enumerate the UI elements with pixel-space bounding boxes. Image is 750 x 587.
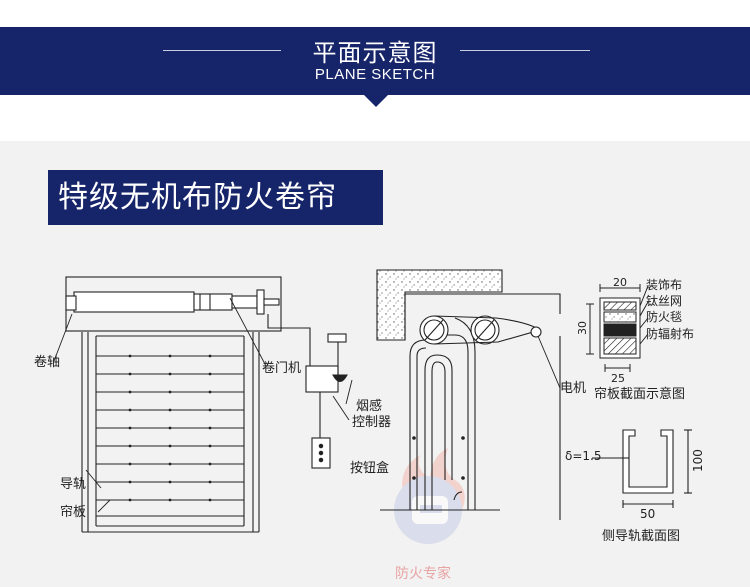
label-roller-shaft: 卷轴	[34, 354, 60, 370]
label-controller: 控制器	[352, 415, 391, 430]
watermark-text: 防火专家	[395, 565, 451, 582]
section-layer-1: 装饰布	[646, 278, 682, 292]
banner-notch	[363, 94, 389, 107]
label-smoke-sensor: 烟感	[356, 398, 382, 414]
section-layer-3: 防火毯	[646, 309, 682, 324]
section-dim-top: 20	[613, 276, 627, 289]
curtain-rivets	[128, 354, 212, 502]
label-motor: 电机	[560, 381, 586, 396]
side-rails	[380, 315, 542, 511]
wall-section	[376, 269, 561, 520]
rail-rivets	[412, 436, 465, 480]
curtain-section-drawing	[586, 284, 649, 372]
rail-section-drawing	[592, 429, 692, 508]
section-dim-bottom: 25	[611, 372, 625, 385]
section-layer-4: 防辐射布	[646, 326, 694, 341]
controller-box	[305, 365, 339, 393]
section-caption: 帘板截面示意图	[594, 386, 685, 402]
smoke-sensor	[332, 374, 348, 383]
roller-shaft	[73, 291, 195, 313]
title-banner	[0, 27, 750, 95]
label-door-motor: 卷门机	[262, 360, 301, 376]
banner-rule-left	[163, 50, 281, 51]
section-dim-side: 30	[576, 321, 589, 335]
product-heading: 特级无机布防火卷帘	[48, 170, 383, 225]
rail-thickness: δ=1.5	[565, 449, 601, 463]
section-layer-2: 钛丝网	[646, 293, 682, 308]
label-curtain-plate: 帘板	[60, 504, 86, 520]
rail-height: 100	[691, 449, 705, 472]
label-button-box: 按钮盒	[350, 460, 389, 476]
banner-title: 平面示意图	[312, 39, 438, 67]
rail-caption: 侧导轨截面图	[602, 529, 680, 544]
rail-width: 50	[640, 507, 655, 521]
banner-rule-right	[460, 50, 590, 51]
label-guide-rail: 导轨	[60, 477, 86, 492]
banner-subtitle: PLANE SKETCH	[314, 66, 436, 83]
control-wiring	[267, 314, 348, 469]
shutter-assembly	[65, 276, 282, 533]
watermark-logo	[394, 448, 465, 544]
